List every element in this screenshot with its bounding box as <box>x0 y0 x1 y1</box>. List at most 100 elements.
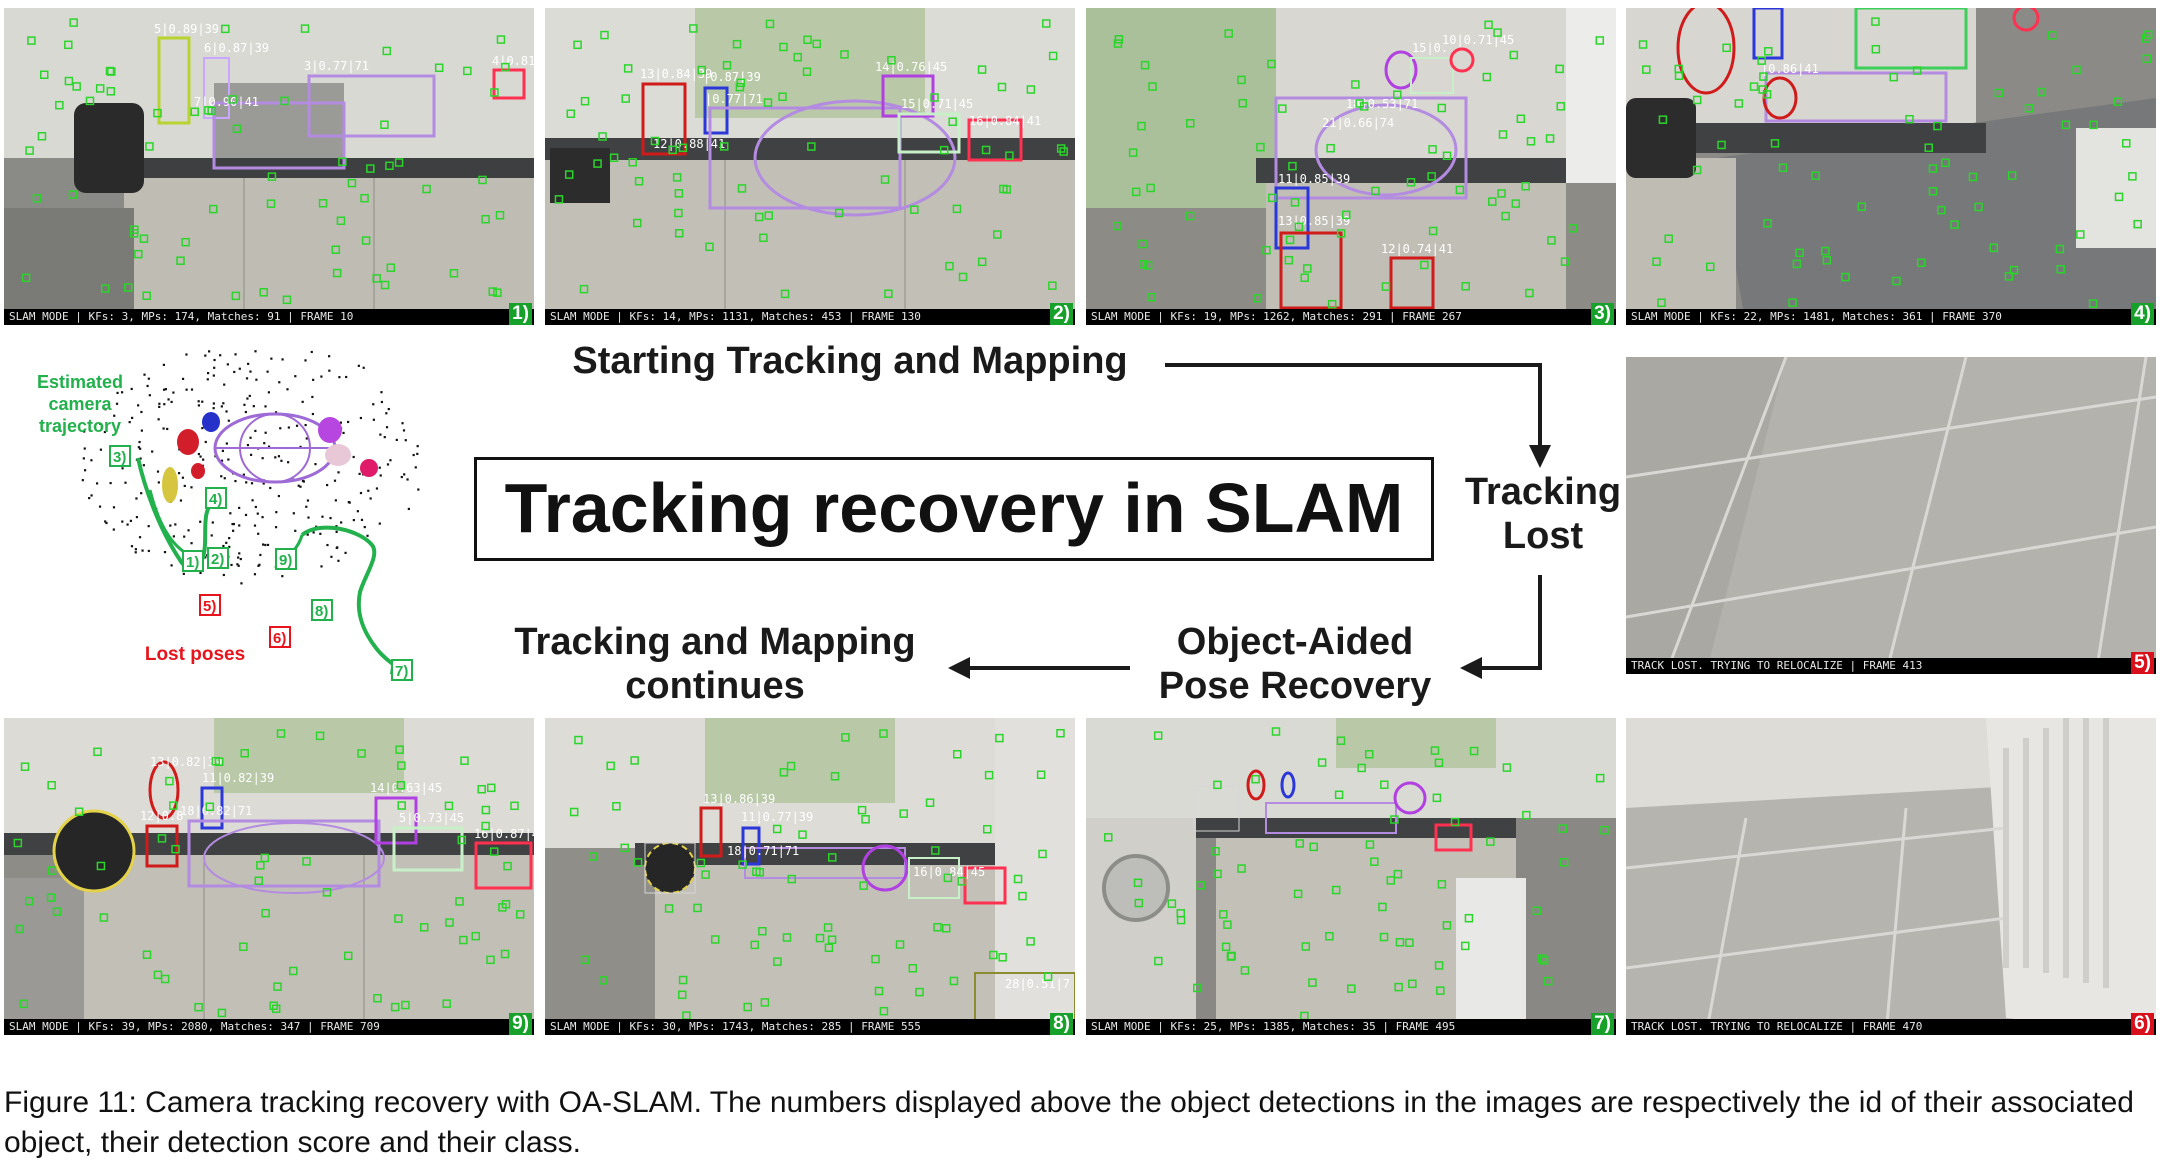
feature-point <box>1764 47 1773 56</box>
feature-point <box>674 229 684 238</box>
feature-point <box>2055 244 2065 254</box>
feature-point <box>1048 51 1058 61</box>
feature-point <box>157 834 167 843</box>
map-point <box>380 391 383 394</box>
feature-point <box>209 204 218 214</box>
feature-point <box>422 184 431 194</box>
feature-point <box>385 161 394 171</box>
pose-marker: 4) <box>209 491 222 508</box>
map-point <box>337 471 340 474</box>
object-ellipsoid <box>325 444 351 466</box>
map-point <box>131 416 134 420</box>
pose-marker: 1) <box>186 554 199 571</box>
map-point <box>406 478 409 481</box>
feature-point <box>231 291 241 301</box>
map-point <box>81 479 84 482</box>
feature-point <box>1223 920 1232 929</box>
feature-point <box>1334 790 1344 800</box>
feature-point <box>1327 299 1337 309</box>
feature-point <box>693 903 702 913</box>
feature-point <box>1018 891 1027 901</box>
map-point <box>88 496 91 500</box>
feature-point <box>2089 120 2098 130</box>
feature-point <box>211 756 221 766</box>
frame-3: 10|0.71|45 15|0. 18|0.53|71 21|0.66|74 1… <box>1086 8 1616 325</box>
map-point <box>372 418 375 421</box>
map-point <box>307 516 310 519</box>
map-point <box>385 426 389 429</box>
feature-point <box>315 731 325 741</box>
trajectory-legend: trajectory <box>39 416 121 436</box>
map-point <box>347 501 350 504</box>
feature-point <box>1139 259 1148 269</box>
map-point <box>254 429 257 433</box>
feature-point <box>171 844 180 854</box>
frame-4: |0.86|41 SLAM MODE | KFs: 22, MPs: 1481,… <box>1626 8 2156 325</box>
feature-point <box>1941 158 1950 167</box>
feature-point <box>554 195 564 204</box>
map-point <box>416 452 419 455</box>
map-point <box>219 354 222 357</box>
feature-point <box>1042 19 1051 28</box>
feature-point <box>949 976 959 986</box>
feature-point <box>1134 898 1144 908</box>
map-point <box>360 518 364 521</box>
object-ellipsoid <box>318 417 342 443</box>
feature-point <box>984 770 994 780</box>
feature-point <box>419 923 429 932</box>
map-point <box>294 529 297 532</box>
frame-1: 5|0.89|39 6|0.87|39 3|0.77|71 7|0.90|41 … <box>4 8 534 325</box>
det-label: 14|0.63|45 <box>370 781 442 795</box>
det-label: |0.87|39 <box>703 70 761 84</box>
frame-6: TRACK LOST. TRYING TO RELOCALIZE | FRAME… <box>1626 718 2156 1035</box>
feature-point <box>1792 259 1802 269</box>
flow-continue-line: continues <box>625 665 805 707</box>
flow-lost-line: Lost <box>1502 515 1584 557</box>
feature-point <box>943 873 953 883</box>
feature-point <box>621 94 630 103</box>
feature-point <box>798 830 807 839</box>
frame-number-badge: 1) <box>509 303 532 325</box>
feature-point <box>481 214 490 224</box>
feature-point <box>874 986 884 996</box>
feature-point <box>569 807 579 817</box>
map-point <box>336 546 339 549</box>
map-point <box>320 565 323 568</box>
map-point <box>226 363 229 366</box>
feature-point <box>1778 163 1788 172</box>
feature-point <box>2143 30 2153 40</box>
feature-point <box>1146 183 1155 193</box>
map-point <box>164 388 168 391</box>
map-point <box>287 426 290 429</box>
feature-point <box>1114 35 1124 44</box>
det-label: 18|0.53|71 <box>1346 97 1418 111</box>
feature-point <box>989 950 998 960</box>
feature-point <box>96 861 106 871</box>
feature-point <box>2088 299 2098 308</box>
map-point <box>183 535 186 538</box>
feature-point <box>1336 229 1346 238</box>
feature-point <box>1005 151 1014 160</box>
feature-point <box>1267 59 1276 69</box>
feature-point <box>787 874 797 884</box>
feature-point <box>1394 982 1403 992</box>
map-point <box>305 505 308 508</box>
kitchen-scene-image: 13|0.82|39 11|0.82|39 18|0.82|71 14|0.63… <box>4 718 534 1035</box>
map-point <box>383 435 386 439</box>
feature-point <box>322 888 332 897</box>
feature-point <box>1390 815 1399 824</box>
status-bar: SLAM MODE | KFs: 22, MPs: 1481, Matches:… <box>1626 309 2156 325</box>
feature-point <box>678 143 688 153</box>
feature-point <box>1558 824 1567 833</box>
feature-point <box>620 843 629 853</box>
map-point <box>255 378 258 381</box>
feature-point <box>2122 139 2131 148</box>
feature-point <box>1128 148 1138 157</box>
feature-point <box>1652 257 1661 266</box>
feature-point <box>500 949 510 959</box>
map-point <box>258 563 261 566</box>
feature-point <box>1364 750 1374 759</box>
map-point <box>335 530 338 533</box>
feature-point <box>1545 134 1555 143</box>
map-point <box>166 427 169 431</box>
